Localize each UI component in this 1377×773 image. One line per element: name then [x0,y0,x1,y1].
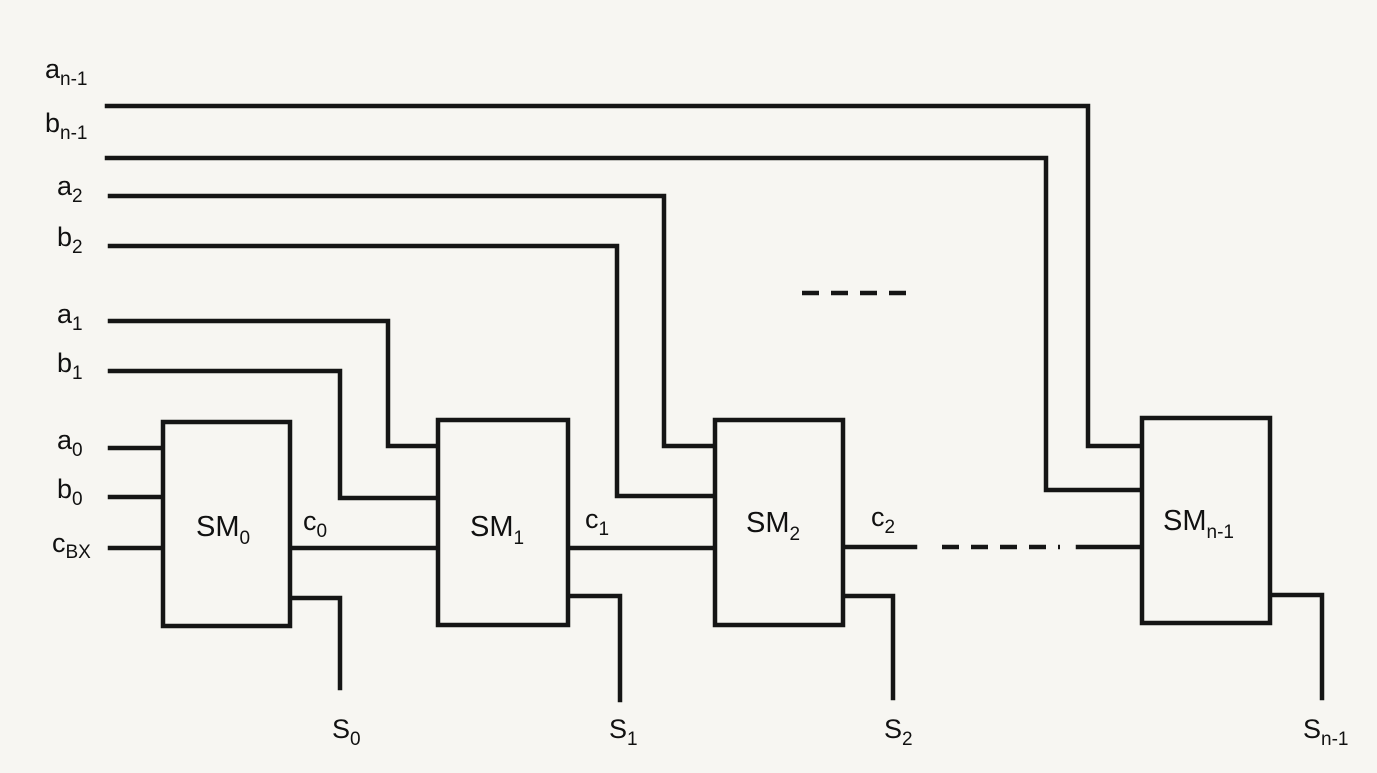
label-c2: c2 [871,502,895,538]
wire-s0 [287,595,343,691]
carry-labels: c0 c1 c2 [303,502,895,542]
label-s1: S1 [609,714,638,750]
sm0-block: SM0 [160,419,293,629]
label-a1: a1 [57,299,83,335]
sum-labels: S0 S1 S2 Sn-1 [332,714,1348,750]
label-c0: c0 [303,506,327,542]
sm1-box [435,417,571,628]
wire-a-n1 [104,103,1145,449]
label-s0: S0 [332,714,361,750]
label-b0: b0 [57,474,83,510]
smn1-label: SMn-1 [1163,505,1234,543]
wire-b2 [107,243,718,499]
label-a0: a0 [57,425,83,461]
label-s2: S2 [884,714,913,750]
label-b2: b2 [57,222,83,258]
label-b-n1: bn-1 [45,108,88,144]
label-sn1: Sn-1 [1303,714,1348,750]
sm2-box [712,417,846,628]
input-wires [104,103,1145,551]
label-a2: a2 [57,171,83,207]
wire-a1 [107,318,441,449]
sm2-label: SM2 [746,507,800,545]
label-cin: cBX [52,528,91,563]
sm1-block: SM1 [435,417,571,628]
label-b1: b1 [57,348,83,384]
sm2-block: SM2 [712,417,846,628]
input-labels: an-1 bn-1 a2 b2 a1 b1 a0 b0 cBX [45,54,91,563]
label-c1: c1 [585,504,609,540]
sm0-label: SM0 [196,511,250,549]
smn1-block: SMn-1 [1139,415,1273,626]
sm1-label: SM1 [470,511,524,549]
wire-a2 [107,193,718,449]
wire-s1 [565,593,623,703]
wire-b1 [107,368,441,501]
wire-sn1 [1267,592,1325,701]
sum-output-wires [287,592,1325,703]
sm0-box [160,419,293,629]
wire-s2 [840,593,896,701]
wire-b-n1 [104,155,1145,493]
carry-wires [287,290,1145,551]
label-a-n1: an-1 [45,54,88,90]
smn1-box [1139,415,1273,626]
